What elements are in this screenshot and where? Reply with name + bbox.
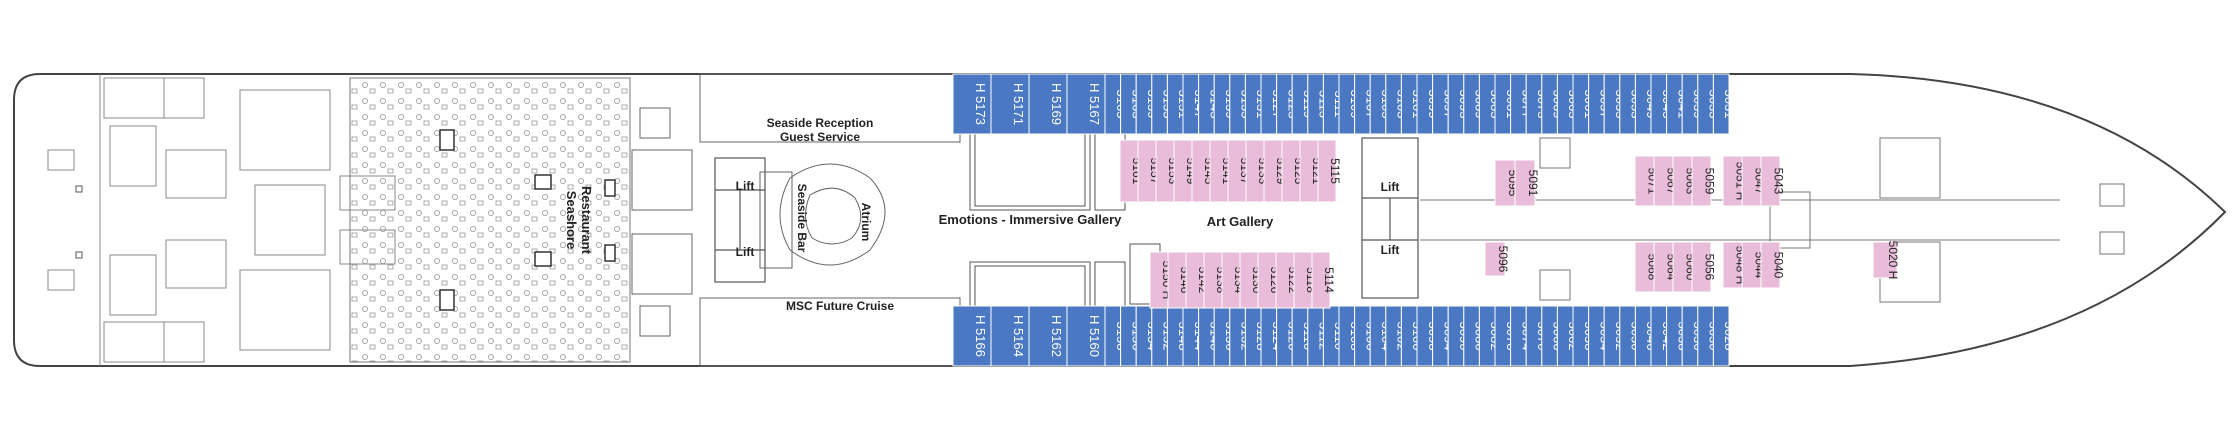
stern-rooms xyxy=(47,77,396,363)
cabin-5068[interactable]: 5068 xyxy=(1634,241,1660,293)
cabin-number: H 5162 xyxy=(1049,315,1064,357)
cabin-number: 5028 xyxy=(1722,322,1737,351)
cabin-number: 5115 xyxy=(1328,158,1342,184)
cabin-number: H 5167 xyxy=(1087,83,1102,125)
lift-block-right xyxy=(1361,137,1419,299)
lift-block-left xyxy=(714,157,766,283)
atrium-label: Atrium xyxy=(859,203,873,242)
cabin-5096[interactable]: 5096 xyxy=(1484,241,1510,277)
cabin-5166[interactable]: H 5166 xyxy=(952,305,992,367)
cabin-5043[interactable]: 5043 xyxy=(1760,155,1786,207)
cabin-5091[interactable]: 5091 xyxy=(1514,159,1540,207)
seashore-restaurant-label: Seashore Restaurant xyxy=(564,186,594,255)
cabin-5115[interactable]: 5115 xyxy=(1317,139,1342,203)
cabin-5160[interactable]: H 5160 xyxy=(1066,305,1106,367)
cabin-number: 5056 xyxy=(1703,254,1717,281)
cabin-number: 5040 xyxy=(1772,252,1786,279)
cabin-number: 5114 xyxy=(1322,267,1336,293)
guest-service-label: Guest Service xyxy=(780,130,860,144)
stern-small-markers xyxy=(75,185,83,259)
cabin-number: 5031 xyxy=(1722,90,1737,119)
cabin-5031[interactable]: 5031 xyxy=(1712,73,1737,135)
cabin-number: H 5160 xyxy=(1087,315,1102,357)
cabin-number: H 5173 xyxy=(973,83,988,125)
lift-label-2: Lift xyxy=(736,245,755,259)
cabin-number: 5096 xyxy=(1496,246,1510,273)
cabin-number: 5043 xyxy=(1772,168,1786,195)
emotions-gallery-label: Emotions - Immersive Gallery xyxy=(939,212,1123,227)
cabin-5167[interactable]: H 5167 xyxy=(1066,73,1106,135)
cabin-number: H 5166 xyxy=(973,315,988,357)
cabin-5171[interactable]: H 5171 xyxy=(990,73,1030,135)
cabin-5056[interactable]: 5056 xyxy=(1691,241,1717,293)
cabin-5169[interactable]: H 5169 xyxy=(1028,73,1068,135)
cabin-5162[interactable]: H 5162 xyxy=(1028,305,1068,367)
cabin-5059[interactable]: 5059 xyxy=(1691,155,1717,207)
cabin-5028[interactable]: 5028 xyxy=(1712,305,1737,367)
lift-label-4: Lift xyxy=(1381,243,1400,257)
cabin-number: H 5169 xyxy=(1049,83,1064,125)
cabin-number: H 5164 xyxy=(1011,315,1026,357)
art-gallery-label: Art Gallery xyxy=(1207,214,1274,229)
cabin-number: 5059 xyxy=(1703,168,1717,195)
cabin-5173[interactable]: H 5173 xyxy=(952,73,992,135)
restaurant-label: Restaurant xyxy=(579,186,594,255)
lift-label-1: Lift xyxy=(736,179,755,193)
cabin-5020[interactable]: 5020 H xyxy=(1872,241,1900,280)
cabin-5040[interactable]: 5040 xyxy=(1760,241,1786,289)
seaside-reception-label: Seaside Reception xyxy=(767,116,874,130)
cabin-5114[interactable]: 5114 xyxy=(1311,251,1336,309)
cabin-number: H 5171 xyxy=(1011,83,1026,125)
seashore-label: Seashore xyxy=(564,191,579,250)
restaurant-fixtures xyxy=(439,129,616,311)
restaurant-seating-area xyxy=(349,77,631,363)
cabin-number: 5091 xyxy=(1526,170,1540,197)
msc-future-cruise-label: MSC Future Cruise xyxy=(786,299,894,313)
cabin-number: 5020 H xyxy=(1886,241,1900,280)
seaside-bar-label: Seaside Bar xyxy=(795,184,809,253)
lift-label-3: Lift xyxy=(1381,180,1400,194)
cabin-5164[interactable]: H 5164 xyxy=(990,305,1030,367)
